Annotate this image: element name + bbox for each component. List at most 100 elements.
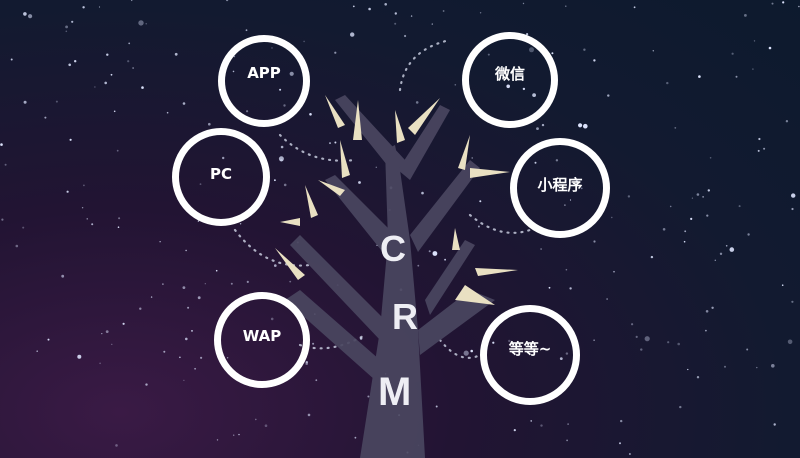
star <box>118 217 121 220</box>
star <box>444 258 446 261</box>
star <box>81 207 84 209</box>
star <box>677 342 680 346</box>
star <box>23 100 27 104</box>
star <box>352 5 355 8</box>
star <box>583 48 586 51</box>
star <box>479 200 482 203</box>
star <box>145 23 147 25</box>
star <box>255 418 257 421</box>
star <box>208 122 211 126</box>
star <box>131 0 133 2</box>
star <box>91 223 94 226</box>
star <box>309 113 312 116</box>
star <box>787 339 793 345</box>
star <box>225 0 229 2</box>
star <box>684 230 687 233</box>
star <box>315 379 318 382</box>
star <box>166 111 169 114</box>
star <box>245 29 248 32</box>
star <box>633 6 636 9</box>
star <box>128 42 131 45</box>
star <box>86 218 88 220</box>
star <box>47 338 50 341</box>
star <box>239 223 242 225</box>
node-mini-program[interactable]: 小程序 <box>510 138 610 238</box>
node-label: PC <box>209 165 232 183</box>
node-wap[interactable]: WAP <box>214 292 310 388</box>
star <box>709 157 712 159</box>
star <box>696 193 700 196</box>
star <box>763 147 766 150</box>
star <box>631 323 634 326</box>
node-label: WAP <box>242 327 282 345</box>
star <box>368 7 371 11</box>
star <box>104 81 107 85</box>
star <box>454 84 457 86</box>
star <box>182 102 186 105</box>
node-pc[interactable]: PC <box>172 128 270 226</box>
star <box>384 3 388 6</box>
star <box>44 116 47 119</box>
star <box>4 163 7 166</box>
star <box>417 264 420 267</box>
star <box>28 14 33 19</box>
star <box>735 75 738 78</box>
star <box>611 216 613 219</box>
star <box>99 362 101 365</box>
star <box>141 86 144 89</box>
star <box>691 197 694 199</box>
star <box>280 145 284 149</box>
node-etc[interactable]: 等等~ <box>480 305 580 405</box>
star <box>635 335 638 338</box>
star <box>185 337 188 341</box>
star <box>644 336 650 342</box>
tree-leaves <box>275 95 518 305</box>
star <box>746 348 749 351</box>
node-app[interactable]: APP <box>218 35 310 127</box>
star <box>738 205 741 208</box>
star <box>669 205 672 208</box>
star <box>536 127 539 130</box>
star <box>354 436 357 439</box>
star <box>566 439 568 442</box>
star <box>15 244 19 248</box>
star <box>55 100 58 103</box>
star <box>410 15 413 17</box>
star <box>404 34 407 38</box>
star <box>230 282 233 285</box>
star <box>61 274 65 278</box>
star <box>705 329 707 332</box>
star <box>350 32 355 37</box>
star <box>662 228 666 231</box>
star <box>593 59 596 62</box>
star <box>781 284 784 287</box>
star <box>283 183 287 187</box>
star <box>628 453 631 455</box>
star <box>117 226 120 228</box>
star <box>513 429 516 432</box>
star <box>747 233 750 236</box>
star <box>36 350 38 353</box>
node-wechat[interactable]: 微信 <box>462 32 558 128</box>
star <box>578 123 583 128</box>
star <box>432 251 438 256</box>
star <box>785 120 789 123</box>
star <box>415 101 419 104</box>
star <box>159 241 161 243</box>
star <box>1 218 4 221</box>
star <box>274 179 276 182</box>
star <box>773 423 776 426</box>
star <box>540 424 543 427</box>
star <box>690 217 693 220</box>
star <box>435 405 438 408</box>
star <box>82 6 85 9</box>
star <box>607 94 610 97</box>
star <box>105 330 109 333</box>
star <box>334 51 337 54</box>
star <box>215 269 218 272</box>
star <box>246 280 249 283</box>
star <box>111 343 113 345</box>
star <box>77 354 82 359</box>
star <box>687 368 689 371</box>
star <box>303 40 305 43</box>
